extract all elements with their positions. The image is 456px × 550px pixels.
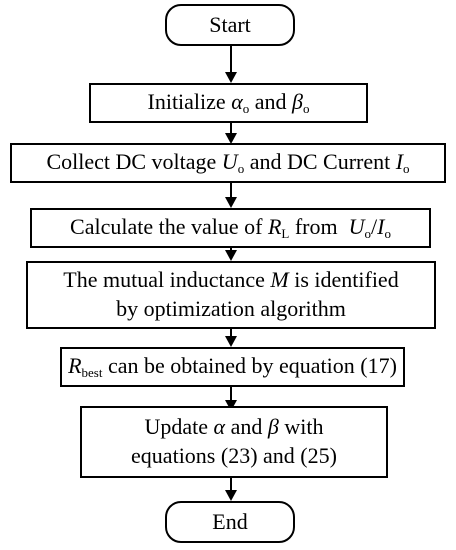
connector-mutual-rbest <box>230 329 232 339</box>
initialize-text: Initialize αo and βo <box>147 89 310 117</box>
update-line-1: Update α and β with <box>144 414 324 440</box>
end-node: End <box>165 501 295 543</box>
arrowhead-update-end <box>225 490 237 501</box>
arrowhead-collect-calc <box>225 197 237 208</box>
calculate-text: Calculate the value of RL from Uo/Io <box>70 214 391 242</box>
mutual-line-2: by optimization algorithm <box>116 296 346 321</box>
collect-node: Collect DC voltage Uo and DC Current Io <box>10 143 446 183</box>
arrowhead-rbest-update <box>225 400 237 411</box>
rbest-text: Rbest can be obtained by equation (17) <box>68 353 397 381</box>
calculate-node: Calculate the value of RL from Uo/Io <box>30 208 431 248</box>
connector-update-end <box>230 478 232 492</box>
connector-init-collect <box>230 123 232 135</box>
arrowhead-start-init <box>225 72 237 83</box>
connector-start-init <box>230 46 232 74</box>
connector-collect-calc <box>230 183 232 199</box>
mutual-line-1: The mutual inductance M is identified <box>63 267 399 293</box>
update-text: Update α and β with equations (23) and (… <box>131 413 337 470</box>
mutual-inductance-text: The mutual inductance M is identified by… <box>63 266 398 323</box>
arrowhead-init-collect <box>225 133 237 144</box>
update-node: Update α and β with equations (23) and (… <box>80 406 388 478</box>
arrowhead-mutual-rbest <box>225 336 237 347</box>
collect-text: Collect DC voltage Uo and DC Current Io <box>46 149 410 177</box>
start-node: Start <box>165 4 295 46</box>
initialize-node: Initialize αo and βo <box>89 83 368 123</box>
end-label: End <box>212 508 248 534</box>
arrowhead-calc-mutual <box>225 250 237 261</box>
start-label: Start <box>209 11 251 37</box>
connector-rbest-update <box>230 387 232 403</box>
rbest-node: Rbest can be obtained by equation (17) <box>60 347 405 387</box>
mutual-inductance-node: The mutual inductance M is identified by… <box>26 261 436 329</box>
update-line-2: equations (23) and (25) <box>131 443 337 468</box>
